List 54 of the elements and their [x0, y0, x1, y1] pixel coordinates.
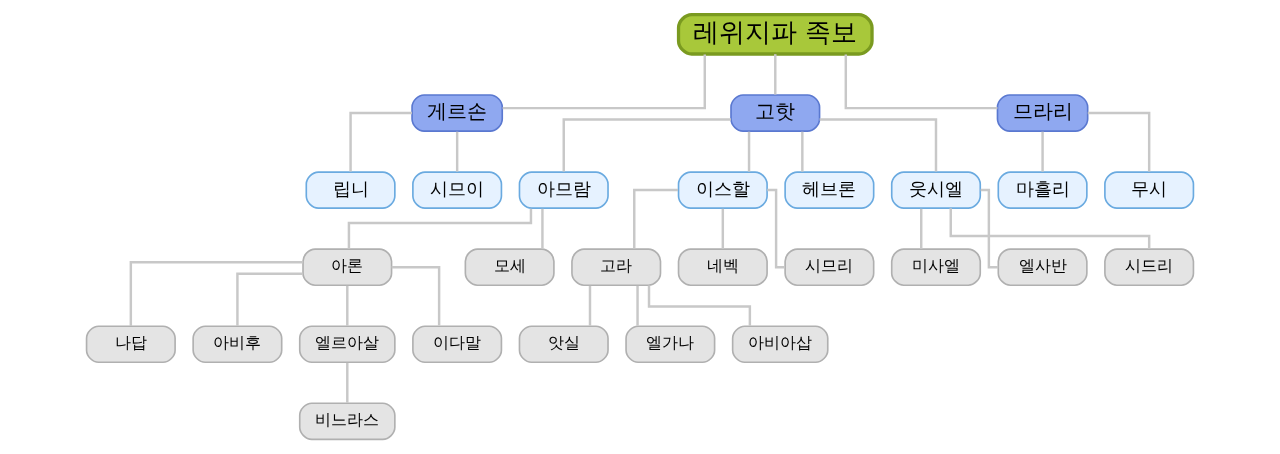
node-box: 엘가나 [625, 325, 716, 364]
connector [1087, 111, 1151, 172]
connector [633, 188, 678, 249]
node-box: 고핫 [730, 94, 821, 132]
connector [562, 118, 731, 172]
node-box: 아론 [302, 248, 393, 287]
node-box: 립니 [305, 171, 396, 209]
connector [801, 131, 804, 172]
connector [819, 118, 938, 172]
node-box: 웃시엘 [890, 171, 982, 209]
connector [129, 261, 303, 327]
connector [980, 188, 999, 269]
node-box: 엘르아살 [298, 325, 396, 364]
node-box: 헤브론 [784, 171, 875, 209]
node-box: 이다말 [412, 325, 503, 364]
node-box: 시드리 [1104, 248, 1195, 287]
connector [588, 285, 592, 326]
connector [236, 272, 303, 326]
connector [636, 285, 639, 326]
connector [541, 208, 544, 249]
node-box: 고라 [571, 248, 662, 287]
connector [349, 111, 412, 172]
node-box: 아므람 [518, 171, 609, 209]
node-box: 네벡 [677, 248, 768, 287]
node-box: 게르손 [411, 94, 504, 132]
node-box: 무시 [1104, 171, 1195, 209]
connector [346, 285, 349, 326]
node-box: 나답 [85, 325, 176, 364]
connector [844, 54, 998, 110]
connector [920, 208, 923, 249]
node-box: 앗실 [518, 325, 609, 364]
node-box: 비느라스 [298, 402, 396, 441]
node-box: 모세 [464, 248, 555, 287]
node-box: 아비후 [192, 325, 283, 364]
node-box: 아비아삽 [731, 325, 829, 364]
connector [346, 362, 349, 403]
connector [721, 208, 725, 249]
connector [949, 208, 1151, 249]
connector [774, 54, 777, 95]
connector [455, 131, 459, 172]
node-box: 이스할 [677, 171, 768, 209]
node-box: 마흘리 [997, 171, 1088, 209]
node-box: 미사엘 [890, 248, 982, 287]
connector [767, 188, 785, 269]
connector [502, 54, 706, 110]
node-box: 엘사반 [997, 248, 1088, 287]
connector [391, 265, 441, 326]
node-box: 시므리 [784, 248, 875, 287]
connector [347, 208, 533, 249]
node-box: 레위지파 족보 [676, 13, 874, 56]
node-box: 므라리 [996, 94, 1089, 132]
connector [1041, 131, 1044, 172]
connector [747, 131, 751, 172]
node-box: 시므이 [412, 171, 503, 209]
